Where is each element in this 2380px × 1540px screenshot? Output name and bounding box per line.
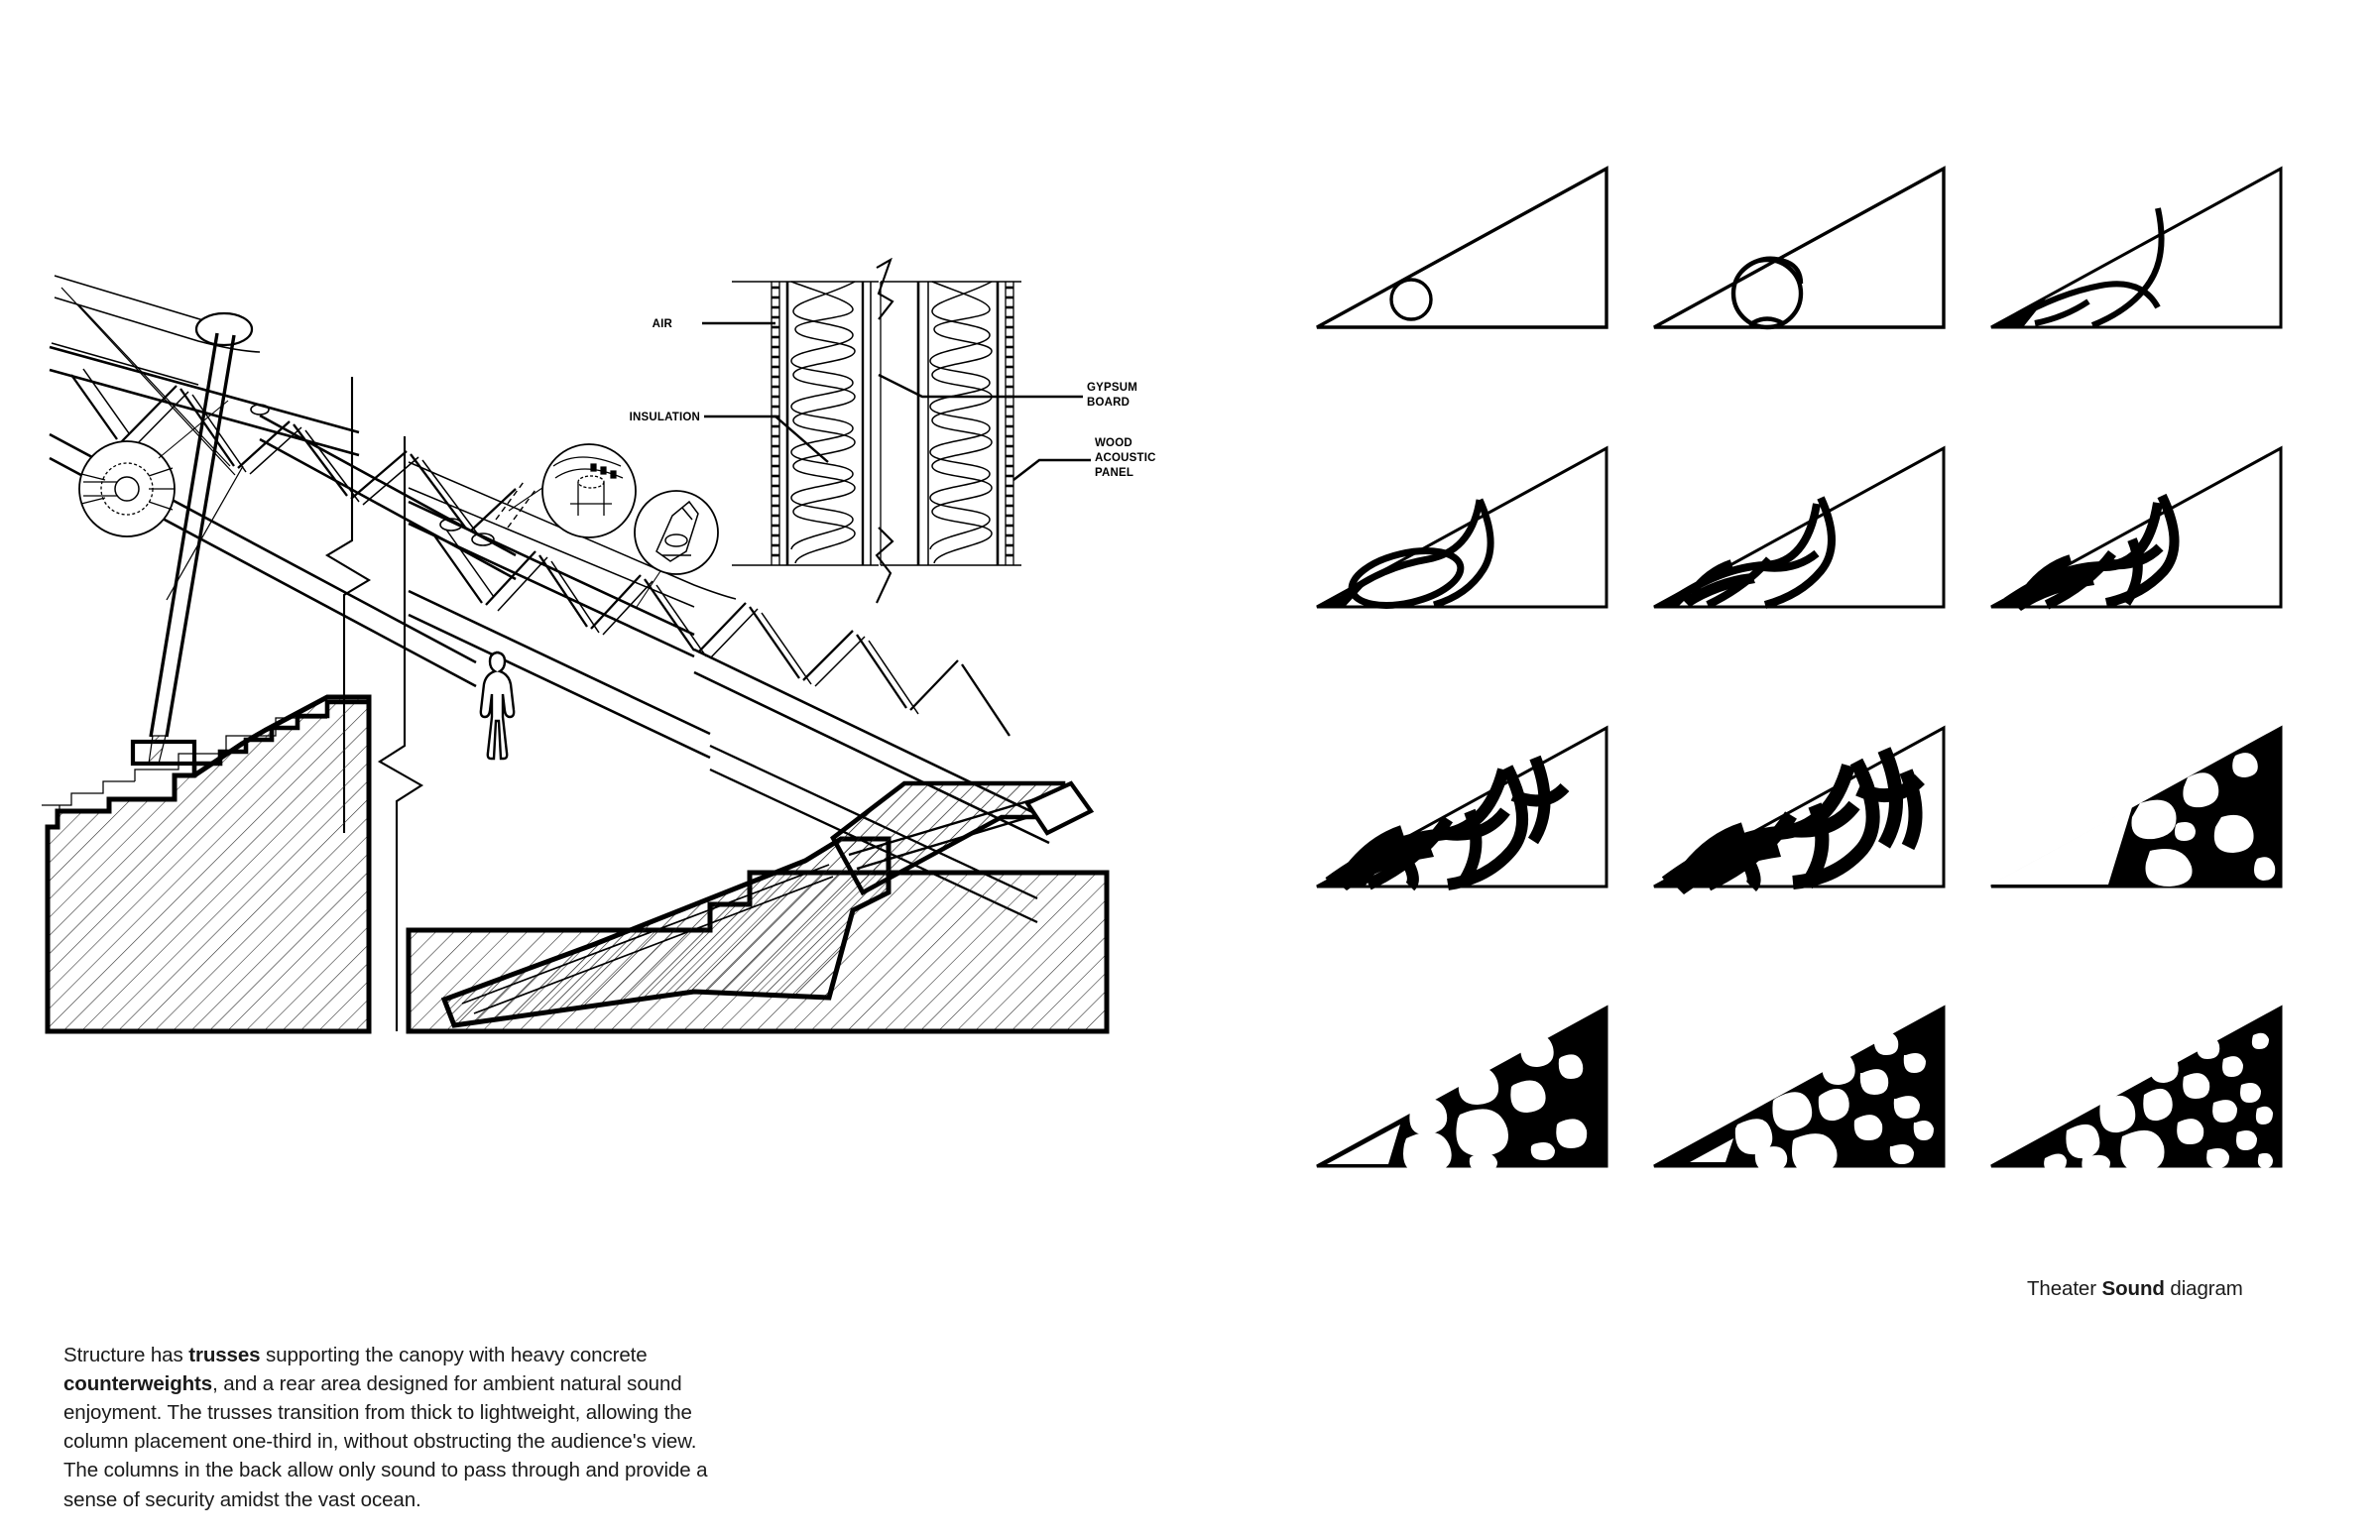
break-line-left xyxy=(324,377,372,833)
sound-step-4 xyxy=(1309,428,1646,708)
sound-step-8 xyxy=(1646,708,1983,988)
grid-caption-prefix: Theater xyxy=(2027,1277,2102,1300)
grid-caption-suffix: diagram xyxy=(2164,1277,2243,1300)
air-cavity-break xyxy=(875,258,894,604)
truss-web-left xyxy=(70,374,517,533)
wall-label-air: AIR xyxy=(653,318,673,330)
sound-step-2 xyxy=(1646,149,1983,428)
sound-step-11 xyxy=(1646,988,1983,1267)
wall-label-wood-line2: ACOUSTIC xyxy=(1095,452,1156,464)
concrete-mass-left xyxy=(45,694,372,1034)
insulation-batt-left xyxy=(790,281,856,564)
wall-label-gypsum-line2: BOARD xyxy=(1087,397,1130,409)
leader-lines xyxy=(702,321,1091,481)
chord-plate-mark-right-1 xyxy=(439,518,463,532)
wall-label-insulation: INSULATION xyxy=(630,412,700,423)
sound-step-10 xyxy=(1309,988,1646,1267)
insulation-batt-right xyxy=(929,281,993,564)
node-connection-detail-callout xyxy=(78,400,229,537)
break-line-right xyxy=(377,436,424,1031)
sound-step-1 xyxy=(1309,149,1646,428)
sound-step-12 xyxy=(1983,988,2320,1267)
callout-leader xyxy=(508,487,543,512)
upper-stair-right xyxy=(830,780,1066,896)
stair-ramp-right xyxy=(440,836,892,1028)
void-circle xyxy=(1389,278,1433,321)
column-head-detail-callout xyxy=(508,443,637,538)
wall-layer-right xyxy=(916,281,1014,565)
wall-label-wood-line3: PANEL xyxy=(1095,467,1133,479)
seating-nosing-left xyxy=(175,699,369,778)
callout-leader xyxy=(158,400,229,459)
caption-bold-trusses: trusses xyxy=(188,1344,261,1366)
wall-label-gypsum-line1: GYPSUM xyxy=(1087,382,1137,394)
sound-step-3 xyxy=(1983,149,2320,428)
tie-lines xyxy=(60,287,244,601)
stepped-seating-left xyxy=(42,717,327,817)
column-head-node xyxy=(194,311,254,347)
sound-diagram-grid xyxy=(1309,149,2320,1269)
chord-plate-mark-right-2 xyxy=(471,533,495,546)
right-section-half xyxy=(377,436,1110,1034)
sound-step-7 xyxy=(1309,708,1646,988)
grid-caption-bold: Sound xyxy=(2101,1277,2165,1300)
callout-leader xyxy=(636,570,661,608)
panel-ticks-left xyxy=(772,286,779,557)
grid-caption: Theater Sound diagram xyxy=(2027,1277,2243,1301)
sound-step-9 xyxy=(1983,708,2320,988)
section-caption: Structure has trusses supporting the can… xyxy=(63,1344,708,1511)
wall-label-wood-line1: WOOD xyxy=(1095,437,1132,449)
acoustic-wall-detail: AIR INSULATION GYPSUM BOARD WOOD ACOUSTI… xyxy=(625,258,1180,615)
left-section-half xyxy=(42,275,517,1034)
chord-plate-mark xyxy=(250,404,270,415)
caption-bold-counterweights: counterweights xyxy=(63,1372,213,1396)
leaning-column xyxy=(149,332,236,738)
architectural-section-drawing xyxy=(0,0,1279,1329)
panel-ticks-right xyxy=(1006,286,1013,557)
sound-step-6 xyxy=(1983,428,2320,708)
truss-bearing-block xyxy=(1023,780,1095,836)
truss-web-right-inner xyxy=(445,529,919,715)
truss-bearing-detail-callout xyxy=(634,490,719,608)
human-figure-scale xyxy=(479,651,516,761)
wall-layer-left xyxy=(771,281,872,565)
truss-right xyxy=(408,500,695,658)
sound-step-5 xyxy=(1646,428,1983,708)
hanger-dashed xyxy=(495,481,536,529)
column-embedded-stem xyxy=(148,735,167,765)
truss-web-right xyxy=(433,534,1011,737)
